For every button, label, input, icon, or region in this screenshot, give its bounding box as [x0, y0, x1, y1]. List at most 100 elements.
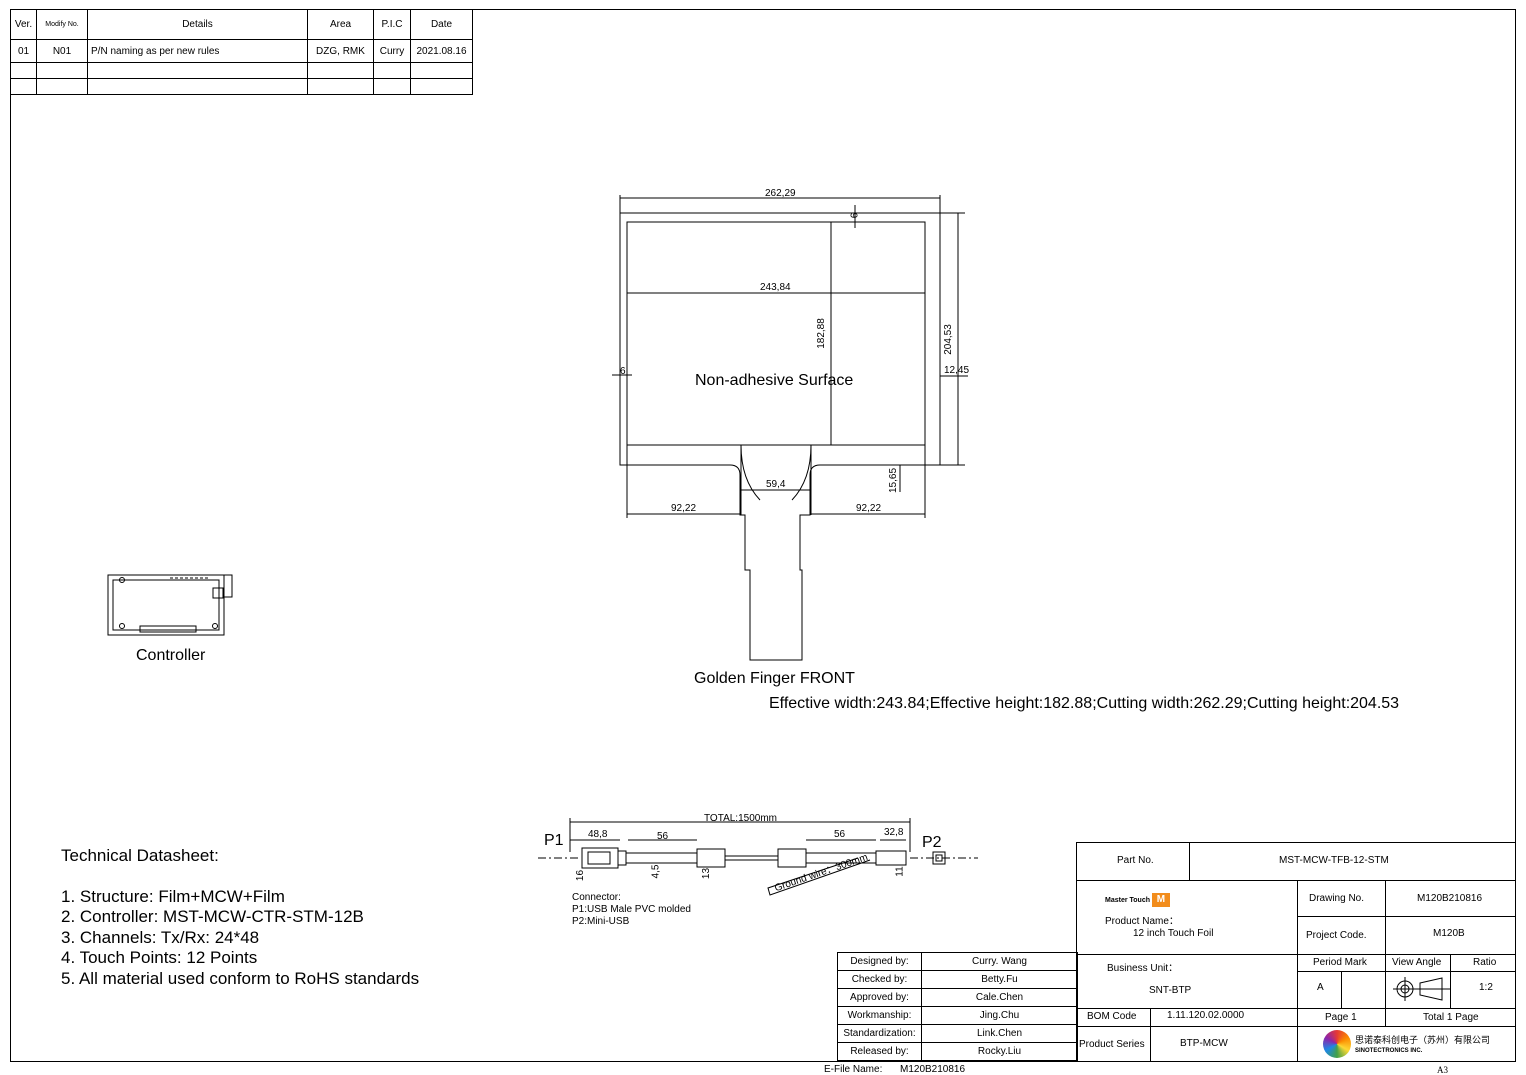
part-no-value: MST-MCW-TFB-12-STM — [1279, 855, 1389, 866]
revision-area: DZG, RMK — [307, 39, 374, 63]
cable-height-dim: 13 — [701, 867, 713, 880]
ratio-label: Ratio — [1473, 957, 1497, 968]
brand-name: Master Touch — [1105, 896, 1150, 904]
signature-name: Curry. Wang — [921, 952, 1078, 971]
dim-eff-width: 243,84 — [760, 282, 791, 293]
product-name-value: 12 inch Touch Foil — [1133, 928, 1214, 939]
cable-seg-dim: 48,8 — [588, 829, 608, 840]
datasheet-item: 1. Structure: Film+MCW+Film — [61, 887, 285, 906]
cable-p2-label: P2 — [922, 834, 942, 851]
project-code-value: M120B — [1433, 928, 1465, 939]
efile-name: M120B210816 — [900, 1064, 966, 1075]
signature-row: Standardization:Link.Chen — [837, 1024, 1078, 1043]
dim-right-span: 92,22 — [856, 503, 882, 514]
signature-row: Released by:Rocky.Liu — [837, 1042, 1078, 1061]
brand-logo: Master Touch M — [1105, 893, 1170, 907]
dim-eff-height: 182,88 — [815, 318, 827, 349]
signature-row: Designed by:Curry. Wang — [837, 952, 1078, 971]
cutting-outline — [619, 212, 941, 661]
product-series-label: Product Series — [1079, 1039, 1145, 1050]
datasheet-title: Technical Datasheet: — [61, 846, 219, 865]
dim-left-span: 92,22 — [671, 503, 697, 514]
ferrite-core-1 — [696, 848, 726, 868]
dim-margin-top: 6 — [849, 212, 861, 219]
datasheet-item: 2. Controller: MST-MCW-CTR-STM-12B — [61, 907, 364, 926]
sheet-size: A3 — [1437, 1065, 1448, 1075]
revision-table: Ver. Modify No. Details Area P.I.C Date … — [10, 9, 473, 95]
brand-mark-icon: M — [1151, 893, 1170, 907]
mini-usb-plug — [932, 851, 946, 865]
product-series-value: BTP-MCW — [1180, 1038, 1228, 1049]
cable-total-length: TOTAL:1500mm — [704, 813, 777, 824]
efile-label: E-File Name: — [824, 1064, 883, 1075]
datasheet-item: 4. Touch Points: 12 Points — [61, 948, 258, 967]
signature-role: Checked by: — [837, 970, 922, 989]
cable-seg-dim: 32,8 — [884, 827, 904, 838]
bom-code-value: 1.11.120.02.0000 — [1167, 1010, 1245, 1021]
dimension-summary: Effective width:243.84;Effective height:… — [769, 695, 1400, 712]
bom-code-label: BOM Code — [1087, 1011, 1137, 1022]
dim-margin-left: 6 — [620, 366, 626, 377]
signature-role: Designed by: — [837, 952, 922, 971]
controller-label: Controller — [136, 647, 206, 664]
signature-role: Standardization: — [837, 1024, 922, 1043]
connector-title: Connector: — [572, 892, 621, 903]
dim-cut-width: 262,29 — [765, 188, 796, 199]
signature-row: Checked by:Betty.Fu — [837, 970, 1078, 989]
datasheet-item: 5. All material used conform to RoHS sta… — [61, 969, 420, 988]
period-mark-label: Period Mark — [1313, 957, 1367, 968]
datasheet-item: 3. Channels: Tx/Rx: 24*48 — [61, 928, 260, 947]
drawing-border — [10, 9, 1516, 1062]
ground-wire — [767, 857, 871, 896]
company-logo-icon — [1323, 1030, 1351, 1058]
revision-header-row: Ver. Modify No. Details Area P.I.C Date — [10, 9, 473, 40]
signature-row: Approved by:Cale.Chen — [837, 988, 1078, 1007]
project-code-label: Project Code. — [1306, 930, 1367, 941]
drawing-no-value: M120B210816 — [1417, 893, 1483, 904]
cable-height-dim: 11 — [894, 866, 906, 877]
revision-pic: Curry — [373, 39, 411, 63]
signature-row: Workmanship:Jing.Chu — [837, 1006, 1078, 1025]
signature-role: Workmanship: — [837, 1006, 922, 1025]
revision-header-date: Date — [410, 9, 473, 40]
cable-height-dim: 4,5 — [650, 864, 662, 879]
signature-name: Link.Chen — [921, 1024, 1078, 1043]
ferrite-core-2 — [777, 848, 807, 868]
dim-tail-offset: 15,65 — [888, 467, 900, 494]
dim-right-margin: 12,45 — [944, 365, 970, 376]
cable-seg-dim: 56 — [834, 829, 846, 840]
page-number: Page 1 — [1325, 1012, 1357, 1023]
signature-table: Designed by:Curry. Wang Checked by:Betty… — [837, 952, 1078, 1061]
revision-row: 01 N01 P/N naming as per new rules DZG, … — [10, 39, 473, 63]
drawing-no-label: Drawing No. — [1309, 893, 1365, 904]
dim-cut-height: 204,53 — [942, 324, 954, 355]
ratio-value: 1:2 — [1479, 982, 1493, 993]
controller-board — [107, 574, 225, 636]
part-no-label: Part No. — [1117, 855, 1154, 866]
revision-header-pic: P.I.C — [373, 9, 411, 40]
surface-label: Non-adhesive Surface — [695, 372, 854, 389]
signature-name: Rocky.Liu — [921, 1042, 1078, 1061]
signature-role: Released by: — [837, 1042, 922, 1061]
usb-male-connector — [581, 847, 619, 869]
cable-p1-label: P1 — [544, 832, 564, 849]
title-block: Part No. MST-MCW-TFB-12-STM Master Touch… — [1076, 842, 1516, 1062]
product-name-label: Product Name： — [1105, 916, 1179, 927]
signature-name: Jing.Chu — [921, 1006, 1078, 1025]
dim-tail-width: 59,4 — [766, 479, 786, 490]
period-mark-value: A — [1317, 982, 1324, 993]
revision-empty-row — [10, 78, 473, 95]
cable-seg-dim: 56 — [657, 831, 669, 842]
revision-header-modify: Modify No. — [36, 9, 88, 40]
effective-area — [626, 221, 926, 446]
business-unit-label: Business Unit： — [1107, 963, 1179, 974]
signature-name: Betty.Fu — [921, 970, 1078, 989]
view-angle-label: View Angle — [1392, 957, 1442, 968]
front-label: Golden Finger FRONT — [694, 670, 855, 687]
signature-role: Approved by: — [837, 988, 922, 1007]
connector-p1: P1:USB Male PVC molded — [572, 904, 691, 915]
signature-name: Cale.Chen — [921, 988, 1078, 1007]
business-unit-value: SNT-BTP — [1149, 985, 1192, 996]
total-pages: Total 1 Page — [1423, 1012, 1479, 1023]
